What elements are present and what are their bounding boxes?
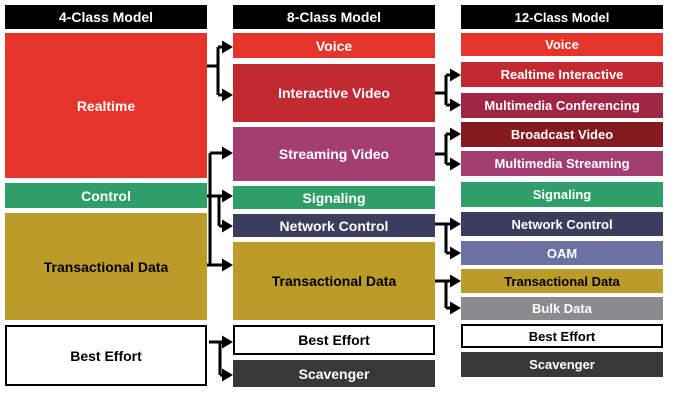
class-block-interactive-video: Interactive Video [233,64,435,122]
class-block-signaling-12: Signaling [461,182,663,207]
class-block-voice-12: Voice [461,33,663,56]
class-block-broadcast-video: Broadcast Video [461,122,663,147]
connector-realtime-to-voice-and-interactive-video [207,40,233,102]
class-block-network-control-12: Network Control [461,212,663,236]
column-header-4-class: 4-Class Model [5,5,207,29]
column-12-class-model: 12-Class Model Voice Realtime Interactiv… [461,0,663,400]
class-block-multimedia-streaming: Multimedia Streaming [461,151,663,176]
connector-control-to-signaling-and-network-control [207,189,233,233]
class-block-network-control-8: Network Control [233,214,435,237]
connector-streaming-video-to-broadcast-video-and-multimedia-streaming [435,127,461,171]
class-block-signaling-8: Signaling [233,186,435,209]
class-block-realtime: Realtime [5,33,207,178]
class-block-realtime-interactive: Realtime Interactive [461,62,663,87]
class-block-scavenger-12: Scavenger [461,352,663,377]
connector-best-effort-to-best-effort-and-scavenger [209,335,233,382]
column-header-8-class: 8-Class Model [233,5,435,29]
class-block-scavenger-8: Scavenger [233,360,435,387]
class-block-best-effort-4: Best Effort [5,325,207,386]
connector-transactional-data-to-transactional-data-and-bulk-data [435,274,461,315]
class-block-best-effort-12: Best Effort [461,324,663,348]
column-header-12-class: 12-Class Model [461,5,663,29]
column-8-class-model: 8-Class Model Voice Interactive Video St… [233,0,435,400]
class-block-oam: OAM [461,241,663,265]
connector-transactional-data-to-streaming-video-and-transactional-data [207,146,233,272]
connector-network-control-to-network-control-and-oam [435,217,461,260]
column-4-class-model: 4-Class Model Realtime Control Transacti… [5,0,207,400]
connector-interactive-video-to-realtime-interactive-and-multimedia-conferencing [435,68,461,112]
class-block-transactional-data-8: Transactional Data [233,242,435,320]
class-block-control: Control [5,183,207,208]
class-block-multimedia-conferencing: Multimedia Conferencing [461,93,663,118]
class-block-transactional-data-12: Transactional Data [461,269,663,293]
class-block-transactional-data-4: Transactional Data [5,213,207,320]
class-block-voice-8: Voice [233,33,435,58]
class-block-bulk-data: Bulk Data [461,297,663,320]
class-block-best-effort-8: Best Effort [233,325,435,355]
class-block-streaming-video: Streaming Video [233,127,435,181]
